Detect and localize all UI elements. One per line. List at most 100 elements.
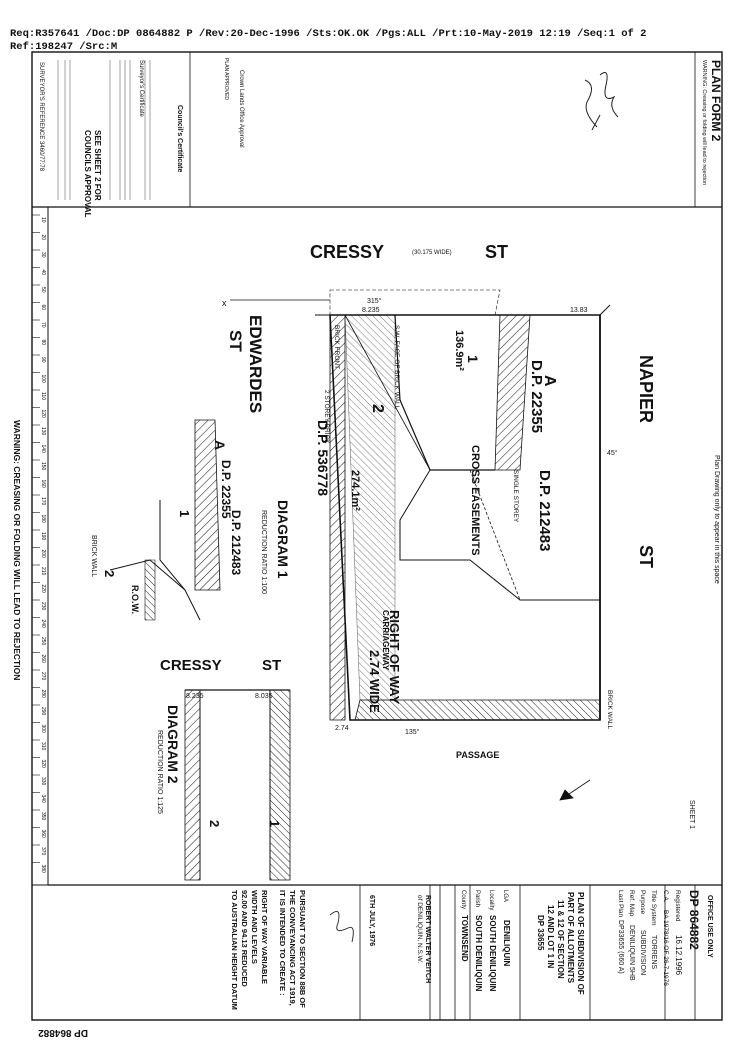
plan-title-3: 11 & 12 OF SECTION <box>556 900 565 979</box>
bearing-45: 45° <box>607 449 618 457</box>
two-storey-label: 2 STOREY BRICK <box>323 390 330 444</box>
scale-tick-label: 150 <box>40 462 46 471</box>
scale-tick-label: 280 <box>40 690 46 699</box>
document-header-line-2: Ref:198247 /Src:M <box>10 41 118 53</box>
scale-tick-label: 70 <box>40 322 46 328</box>
scale-tick-label: 180 <box>40 515 46 524</box>
scale-tick-label: 270 <box>40 672 46 681</box>
row-variable-1: RIGHT OF WAY VARIABLE <box>260 890 269 984</box>
scale-tick-label: 360 <box>40 830 46 839</box>
surveyor-name: ROBERT WALTER VEITCH <box>424 895 431 983</box>
dp-22355-label: D.P. 22355 <box>528 360 545 433</box>
scale-tick-label: 320 <box>40 760 46 769</box>
scale-tick-label: 50 <box>40 287 46 293</box>
plan-approved: PLAN APPROVED <box>223 58 229 100</box>
scale-tick-label: 250 <box>40 637 46 646</box>
surveyor-signature <box>329 910 354 943</box>
scale-tick-label: 10 <box>40 217 46 223</box>
right-of-way-label: RIGHT OF WAY <box>387 610 402 704</box>
svg-text:2: 2 <box>102 570 117 577</box>
svg-text:1: 1 <box>177 510 192 517</box>
pursuant-line-2: THE CONVEYANCING ACT 1919, <box>288 890 297 1006</box>
scale-tick-label: 40 <box>40 270 46 276</box>
north-arrow-icon <box>559 779 591 801</box>
county-label: County <box>460 890 466 909</box>
registered-label: Registered <box>674 890 681 922</box>
carriageway-label: CARRIAGEWAY <box>381 610 390 671</box>
street-napier: NAPIER <box>636 355 656 423</box>
signature-scribble <box>584 72 619 131</box>
diagram-2: CRESSY ST DIAGRAM 2 REDUCTION RATIO 1:12… <box>156 657 291 881</box>
scale-tick-label: 120 <box>40 410 46 419</box>
registered-date: 16.12.1996 <box>674 935 683 976</box>
diagram-2-ratio: REDUCTION RATIO 1:125 <box>156 730 163 814</box>
scale-bar <box>31 206 49 886</box>
svg-text:D.P. 22355: D.P. 22355 <box>219 460 233 519</box>
dim-1383: 13.83 <box>570 307 588 314</box>
scale-tick-label: 20 <box>40 235 46 241</box>
row-variable-3: 92.00 AND 94.13 REDUCED <box>240 890 249 987</box>
single-storey-label: SINGLE STOREY <box>512 470 519 523</box>
title-system-label: Title System <box>650 890 657 926</box>
scale-bar-ticks: 1020304050607080901001101201301401501601… <box>32 214 46 874</box>
scale-tick-label: 140 <box>40 445 46 454</box>
plan-title-5: DP 33655 <box>536 915 545 951</box>
pursuant-line-1: PURSUANT TO SECTION 88B OF <box>298 890 307 1008</box>
scale-tick-label: 80 <box>40 340 46 346</box>
dim-8235: 8.235 <box>362 307 380 314</box>
dp-212483-label: D.P. 212483 <box>536 470 553 551</box>
scale-tick-label: 230 <box>40 602 46 611</box>
warning-bottom: WARNING: CREASING OR FOLDING WILL LEAD T… <box>12 420 22 680</box>
purpose: SUBDIVISION <box>639 930 646 975</box>
row-hatch-left <box>329 314 346 721</box>
last-plan: DP33655 (660 A) <box>617 920 624 974</box>
info-panel-grid <box>359 885 696 1020</box>
plan-space-note: Plan Drawing only to appear in this spac… <box>713 455 720 584</box>
brick-wall-label: BRICK WALL <box>606 690 613 730</box>
scale-tick-label: 380 <box>40 865 46 874</box>
street-napier-suffix: ST <box>636 545 656 568</box>
see-sheet-2: SEE SHEET 2 FOR <box>93 130 102 201</box>
dp-a-label: A <box>541 375 558 387</box>
ca-value: BA 1978/16 OF 26-7-1976 <box>662 910 669 986</box>
county: TOWNSEND <box>460 915 469 962</box>
plan-title-1: PLAN OF SUBDIVISION OF <box>576 892 585 995</box>
dp-number-bottom: DP 864882 <box>38 1027 88 1038</box>
street-edwardes: EDWARDES <box>246 315 265 413</box>
svg-text:BRICK WALL: BRICK WALL <box>90 535 97 577</box>
bearing-315: 315° <box>367 297 382 305</box>
dim-274: 2.74 <box>335 725 349 732</box>
surveyors-reference: SURVEYOR'S REFERENCE 3460/77:78 <box>38 62 44 172</box>
scale-tick-label: 30 <box>40 252 46 258</box>
sheet-label: SHEET 1 <box>688 800 695 829</box>
scale-tick-label: 330 <box>40 777 46 786</box>
diagram-1-ratio: REDUCTION RATIO 1:100 <box>260 510 267 594</box>
office-use-label: OFFICE USE ONLY <box>706 895 713 958</box>
document-header-line-1: Req:R357641 /Doc:DP 0864882 P /Rev:20-De… <box>10 28 647 40</box>
dp-536778-label: D.P. 536778 <box>315 420 331 496</box>
svg-text:2: 2 <box>207 820 222 827</box>
last-plan-label: Last Plan <box>617 890 624 917</box>
scale-tick-label: 190 <box>40 532 46 541</box>
scale-tick-label: 210 <box>40 567 46 576</box>
parish-label: Parish <box>474 890 480 907</box>
purpose-label: Purpose <box>639 890 646 915</box>
svg-text:8.235: 8.235 <box>186 693 204 700</box>
locality: SOUTH DENILIQUIN <box>488 915 497 992</box>
surveyor-place: of DENILIQUIN, N.S.W. <box>416 895 423 963</box>
street-cressy: CRESSY <box>310 242 384 262</box>
scale-tick-label: 100 <box>40 375 46 384</box>
passage-label: PASSAGE <box>456 750 499 760</box>
scale-tick-label: 370 <box>40 847 46 856</box>
lot-2-area: 274.1m² <box>349 470 361 511</box>
street-cressy-width: (30.175 WIDE) <box>412 250 452 256</box>
street-cressy-suffix: ST <box>485 242 508 262</box>
title-system: TORRENS <box>650 935 657 969</box>
left-panel-text-lines <box>57 60 151 200</box>
diagram-2-title: DIAGRAM 2 <box>165 705 181 784</box>
plan-form-title: PLAN FORM 2 <box>709 60 723 142</box>
lot-1-label: 1 <box>465 355 481 363</box>
lga-label: LGA <box>502 890 508 902</box>
scale-tick-label: 350 <box>40 812 46 821</box>
